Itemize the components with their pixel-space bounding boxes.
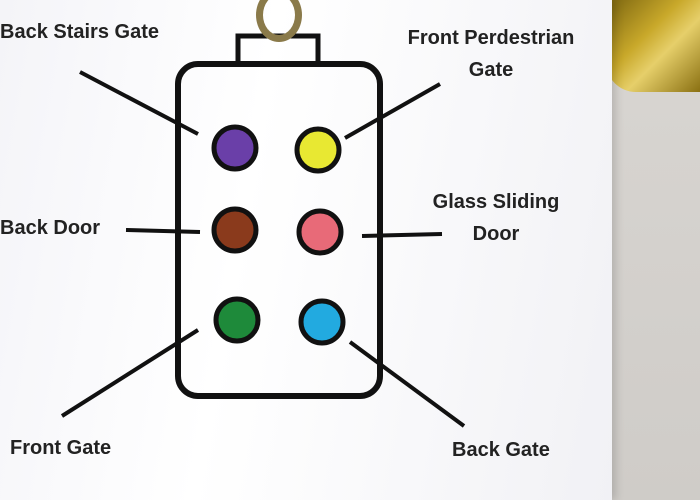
label-glass-sliding-door: Glass Sliding Door [420, 190, 572, 246]
leader-glass-sliding-door [361, 232, 443, 238]
brass-fixture [606, 0, 700, 92]
label-front-pedestrian-gate-line1: Front Perdestrian [407, 27, 575, 49]
label-front-pedestrian-gate: Front Perdestrian Gate [396, 26, 586, 82]
label-back-stairs-gate: Back Stairs Gate [0, 21, 159, 43]
leader-back-stairs-gate [79, 70, 199, 136]
button-back-door [211, 206, 259, 254]
remote-label-card: Back Stairs Gate Front Perdestrian Gate … [0, 0, 612, 500]
label-front-gate: Front Gate [10, 437, 112, 459]
button-back-stairs-gate [211, 124, 259, 172]
button-back-gate [298, 298, 346, 346]
leader-back-door [125, 228, 201, 234]
label-glass-sliding-door-line2: Door [472, 223, 520, 245]
leader-front-gate [60, 328, 200, 418]
button-front-gate [213, 296, 261, 344]
label-glass-sliding-door-line1: Glass Sliding [432, 191, 560, 213]
leader-back-gate [348, 340, 466, 428]
button-front-pedestrian-gate [294, 126, 342, 174]
label-front-pedestrian-gate-line2: Gate [468, 59, 514, 81]
label-back-door: Back Door [0, 217, 101, 239]
remote-body [175, 61, 383, 399]
key-ring [256, 0, 302, 42]
remote-diagram [60, 33, 466, 428]
label-back-gate: Back Gate [452, 439, 550, 461]
leader-front-pedestrian-gate [344, 82, 441, 140]
button-glass-sliding-door [296, 208, 344, 256]
